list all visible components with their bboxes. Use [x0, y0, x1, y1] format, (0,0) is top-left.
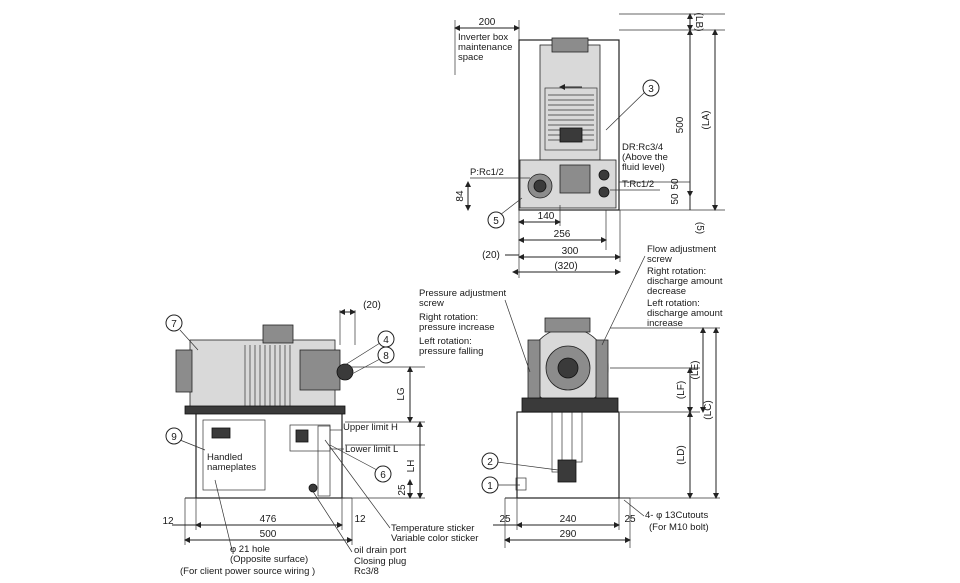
- hole-note-3: (For client power source wiring ): [180, 566, 315, 577]
- dim-ld: (LD): [676, 445, 687, 464]
- front-view: Pressure adjustment screw Right rotation…: [419, 244, 723, 548]
- dim-lc: (LC): [703, 400, 714, 419]
- inverter-note-1: Inverter box: [458, 32, 508, 43]
- motor-top: [539, 44, 601, 161]
- color-sticker-note: Variable color sticker: [391, 533, 478, 544]
- callout-7: [165, 314, 183, 332]
- dim-12-b: 12: [354, 514, 366, 525]
- pressure-note-4: pressure increase: [419, 322, 495, 333]
- callout-3: [642, 79, 660, 97]
- dim-lb: (LB): [693, 13, 704, 32]
- dim-84: 84: [455, 190, 466, 202]
- top-view: 200 Inverter box maintenance space (LB) …: [454, 13, 725, 278]
- svg-text:6: 6: [380, 470, 386, 481]
- dim-500: 500: [675, 116, 686, 133]
- nameplates-note-2: nameplates: [207, 462, 256, 473]
- dim-290: 290: [560, 529, 577, 540]
- pressure-note-3: Right rotation:: [419, 312, 478, 323]
- inverter-note-3: space: [458, 52, 483, 63]
- lower-limit-note: Lower limit L: [345, 444, 398, 455]
- svg-text:2: 2: [487, 457, 493, 468]
- dim-la: (LA): [701, 111, 712, 130]
- dim-12-a: 12: [162, 516, 174, 527]
- dim-320: (320): [554, 261, 577, 272]
- svg-text:5: 5: [493, 216, 499, 227]
- dim-200: 200: [479, 17, 496, 28]
- dim-front-25-a: 25: [499, 514, 511, 525]
- callout-9: [165, 427, 183, 445]
- drain-note-3: Rc3/8: [354, 566, 379, 577]
- flow-note-3: Right rotation:: [647, 266, 706, 277]
- dim-front-25-b: 25: [624, 514, 636, 525]
- hole-note-1: φ 21 hole: [230, 544, 270, 555]
- flow-note-2: screw: [647, 254, 672, 265]
- dim-side-500: 500: [260, 529, 277, 540]
- callout-6: [374, 465, 392, 483]
- pressure-note-2: screw: [419, 298, 444, 309]
- dim-lf: (LF): [676, 381, 687, 399]
- callout-1: [481, 476, 499, 494]
- drain-note-1: oil drain port: [354, 545, 407, 556]
- cutouts-note-1: 4- φ 13Cutouts: [645, 510, 708, 521]
- svg-text:4: 4: [383, 335, 389, 346]
- dim-lh: LH: [406, 460, 417, 473]
- dim-300: 300: [562, 246, 579, 257]
- callout-2: [481, 452, 499, 470]
- svg-text:8: 8: [383, 351, 389, 362]
- dim-240: 240: [560, 514, 577, 525]
- temp-sticker-note: Temperature sticker: [391, 523, 474, 534]
- dim-20: (20): [482, 250, 500, 261]
- t-port-note: T:Rc1/2: [622, 179, 654, 190]
- hole-note-2: (Opposite surface): [230, 554, 308, 565]
- dim-140: 140: [538, 211, 555, 222]
- flow-note-7: discharge amount: [647, 308, 723, 319]
- flow-note-1: Flow adjustment: [647, 244, 717, 255]
- dim-50-a: 50: [670, 178, 681, 190]
- pressure-note-6: pressure falling: [419, 346, 483, 357]
- dim-lg: LG: [396, 387, 407, 401]
- flow-note-8: increase: [647, 318, 683, 329]
- upper-limit-note: Upper limit H: [343, 422, 398, 433]
- svg-text:9: 9: [171, 432, 177, 443]
- dr-port-note-3: fluid level): [622, 162, 665, 173]
- dr-port-note-2: (Above the: [622, 152, 668, 163]
- dim-le: (LE): [690, 361, 701, 380]
- dim-side-20: (20): [363, 300, 381, 311]
- side-view: Handled nameplates (20) LG: [162, 300, 478, 577]
- svg-text:3: 3: [648, 84, 654, 95]
- dr-port-note-1: DR:Rc3/4: [622, 142, 663, 153]
- dim-50-b: 50: [670, 193, 681, 205]
- inverter-note-2: maintenance: [458, 42, 512, 53]
- pressure-note-1: Pressure adjustment: [419, 288, 506, 299]
- dim-side-25: 25: [397, 484, 408, 496]
- dim-5: (5): [694, 222, 705, 234]
- cutouts-note-2: (For M10 bolt): [649, 522, 709, 533]
- nameplates-note-1: Handled: [207, 452, 242, 463]
- callout-5: [487, 211, 505, 229]
- dim-256: 256: [554, 229, 571, 240]
- flow-note-6: Left rotation:: [647, 298, 700, 309]
- callout-8: [377, 346, 395, 364]
- svg-text:7: 7: [171, 319, 177, 330]
- flow-note-5: decrease: [647, 286, 686, 297]
- svg-text:1: 1: [487, 481, 493, 492]
- dim-476: 476: [260, 514, 277, 525]
- tank-front: [516, 411, 620, 499]
- flow-note-4: discharge amount: [647, 276, 723, 287]
- drain-note-2: Closing plug: [354, 556, 406, 567]
- pressure-note-5: Left rotation:: [419, 336, 472, 347]
- p-port-note: P:Rc1/2: [470, 167, 504, 178]
